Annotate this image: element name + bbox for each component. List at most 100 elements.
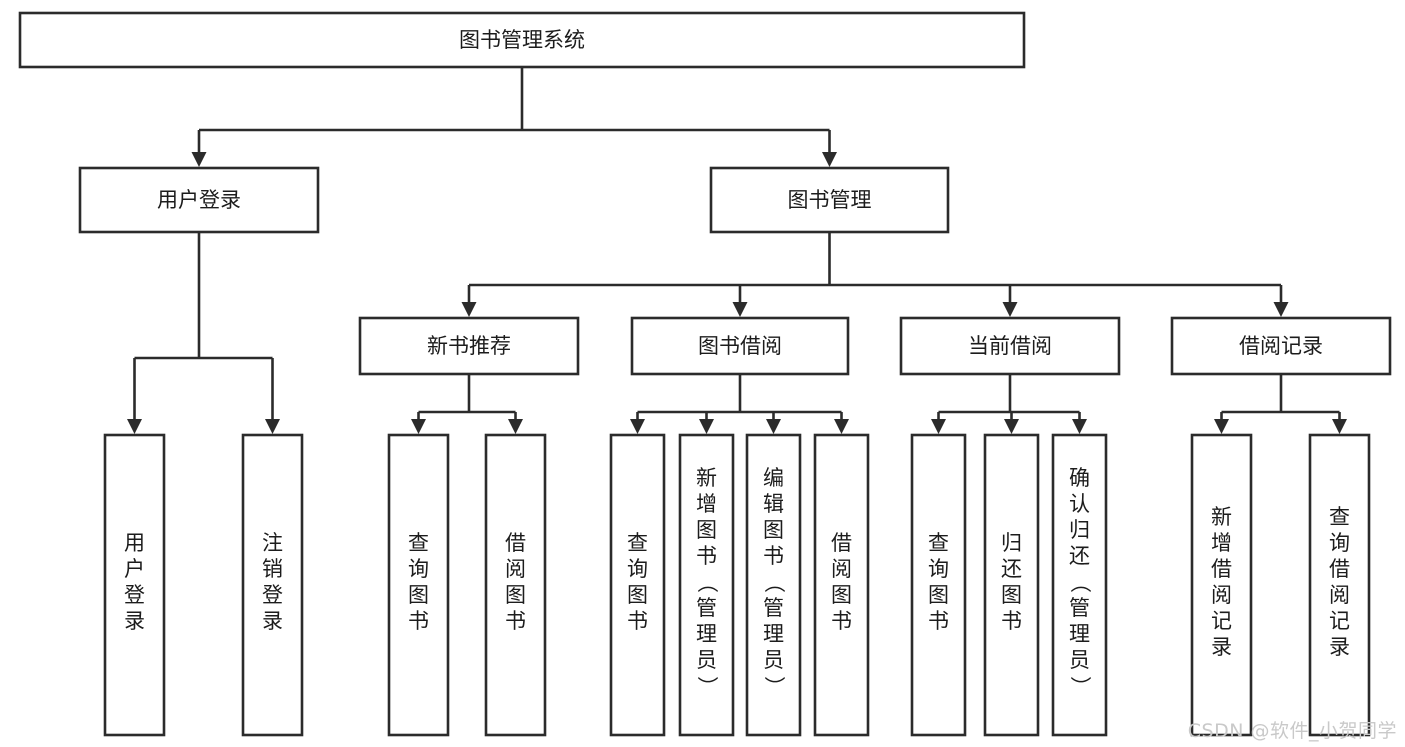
svg-text:图: 图 bbox=[928, 583, 949, 607]
node-label: 图书管理系统 bbox=[459, 28, 585, 52]
arrow-head-icon bbox=[191, 152, 207, 167]
svg-text:图: 图 bbox=[763, 518, 784, 542]
svg-text:户: 户 bbox=[124, 557, 145, 581]
svg-text:理: 理 bbox=[696, 622, 717, 646]
svg-text:管: 管 bbox=[696, 596, 717, 620]
svg-text:阅: 阅 bbox=[831, 557, 852, 581]
svg-text:借: 借 bbox=[505, 531, 526, 555]
arrow-head-icon bbox=[1332, 419, 1347, 434]
node-l3-new-book[interactable]: 新书推荐 bbox=[358, 316, 580, 376]
node-box bbox=[1170, 316, 1392, 376]
svg-text:书: 书 bbox=[696, 544, 717, 568]
arrow-head-icon bbox=[834, 419, 849, 434]
svg-text:图: 图 bbox=[696, 518, 717, 542]
svg-text:管: 管 bbox=[1069, 596, 1090, 620]
svg-text:询: 询 bbox=[928, 557, 949, 581]
node-box bbox=[813, 433, 870, 737]
arrow-head-icon bbox=[127, 419, 142, 434]
svg-text:录: 录 bbox=[1329, 635, 1350, 659]
node-box bbox=[484, 433, 547, 737]
svg-text:（: （ bbox=[1068, 572, 1092, 593]
svg-text:记: 记 bbox=[1329, 609, 1350, 633]
node-box bbox=[358, 316, 580, 376]
svg-text:借: 借 bbox=[831, 531, 852, 555]
svg-text:阅: 阅 bbox=[1211, 583, 1232, 607]
svg-text:图: 图 bbox=[505, 583, 526, 607]
node-box bbox=[910, 433, 967, 737]
svg-text:还: 还 bbox=[1001, 557, 1022, 581]
svg-text:（: （ bbox=[695, 572, 719, 593]
svg-text:归: 归 bbox=[1069, 518, 1090, 542]
svg-text:阅: 阅 bbox=[505, 557, 526, 581]
svg-text:用: 用 bbox=[124, 531, 145, 555]
svg-text:编: 编 bbox=[763, 466, 784, 490]
arrow-head-icon bbox=[265, 419, 280, 434]
svg-text:还: 还 bbox=[1069, 544, 1090, 568]
arrow-head-icon bbox=[461, 302, 477, 317]
node-box bbox=[745, 433, 802, 737]
connector-group-l3-borrow bbox=[630, 374, 849, 434]
node-l3-current[interactable]: 当前借阅 bbox=[899, 316, 1121, 376]
svg-text:录: 录 bbox=[1211, 635, 1232, 659]
node-l3-record[interactable]: 借阅记录 bbox=[1170, 316, 1392, 376]
svg-text:询: 询 bbox=[627, 557, 648, 581]
svg-text:询: 询 bbox=[1329, 531, 1350, 555]
node-label: 图书管理 bbox=[788, 188, 872, 212]
node-box bbox=[103, 433, 166, 737]
svg-text:查: 查 bbox=[408, 531, 429, 555]
node-box bbox=[983, 433, 1040, 737]
node-l2-user-login[interactable]: 用户登录 bbox=[78, 166, 320, 234]
svg-text:登: 登 bbox=[262, 583, 283, 607]
node-leaf-user-login[interactable]: 用户登录 bbox=[103, 433, 166, 737]
node-box bbox=[899, 316, 1121, 376]
arrow-head-icon bbox=[411, 419, 426, 434]
arrow-head-icon bbox=[508, 419, 523, 434]
node-box bbox=[609, 433, 666, 737]
node-label: 借阅记录 bbox=[1239, 334, 1323, 358]
svg-text:书: 书 bbox=[408, 609, 429, 633]
connector-group-l3-new-book bbox=[411, 374, 523, 434]
svg-text:确: 确 bbox=[1069, 466, 1090, 490]
node-label: 图书借阅 bbox=[698, 334, 782, 358]
svg-text:员: 员 bbox=[763, 648, 784, 672]
connector-group-root bbox=[191, 67, 837, 167]
svg-text:书: 书 bbox=[505, 609, 526, 633]
arrow-head-icon bbox=[1214, 419, 1229, 434]
svg-text:查: 查 bbox=[928, 531, 949, 555]
svg-text:销: 销 bbox=[262, 557, 283, 581]
svg-text:增: 增 bbox=[696, 492, 717, 516]
svg-text:借: 借 bbox=[1329, 557, 1350, 581]
svg-text:员: 员 bbox=[696, 648, 717, 672]
node-l3-borrow[interactable]: 图书借阅 bbox=[630, 316, 850, 376]
svg-text:）: ） bbox=[695, 676, 719, 697]
node-l2-book-manage[interactable]: 图书管理 bbox=[709, 166, 950, 234]
svg-text:图: 图 bbox=[627, 583, 648, 607]
edge-layer bbox=[127, 67, 1347, 434]
node-root[interactable]: 图书管理系统 bbox=[18, 11, 1026, 69]
node-label: 新书推荐 bbox=[427, 334, 511, 358]
node-box bbox=[1051, 433, 1108, 737]
svg-text:管: 管 bbox=[763, 596, 784, 620]
svg-text:记: 记 bbox=[1211, 609, 1232, 633]
svg-text:询: 询 bbox=[408, 557, 429, 581]
